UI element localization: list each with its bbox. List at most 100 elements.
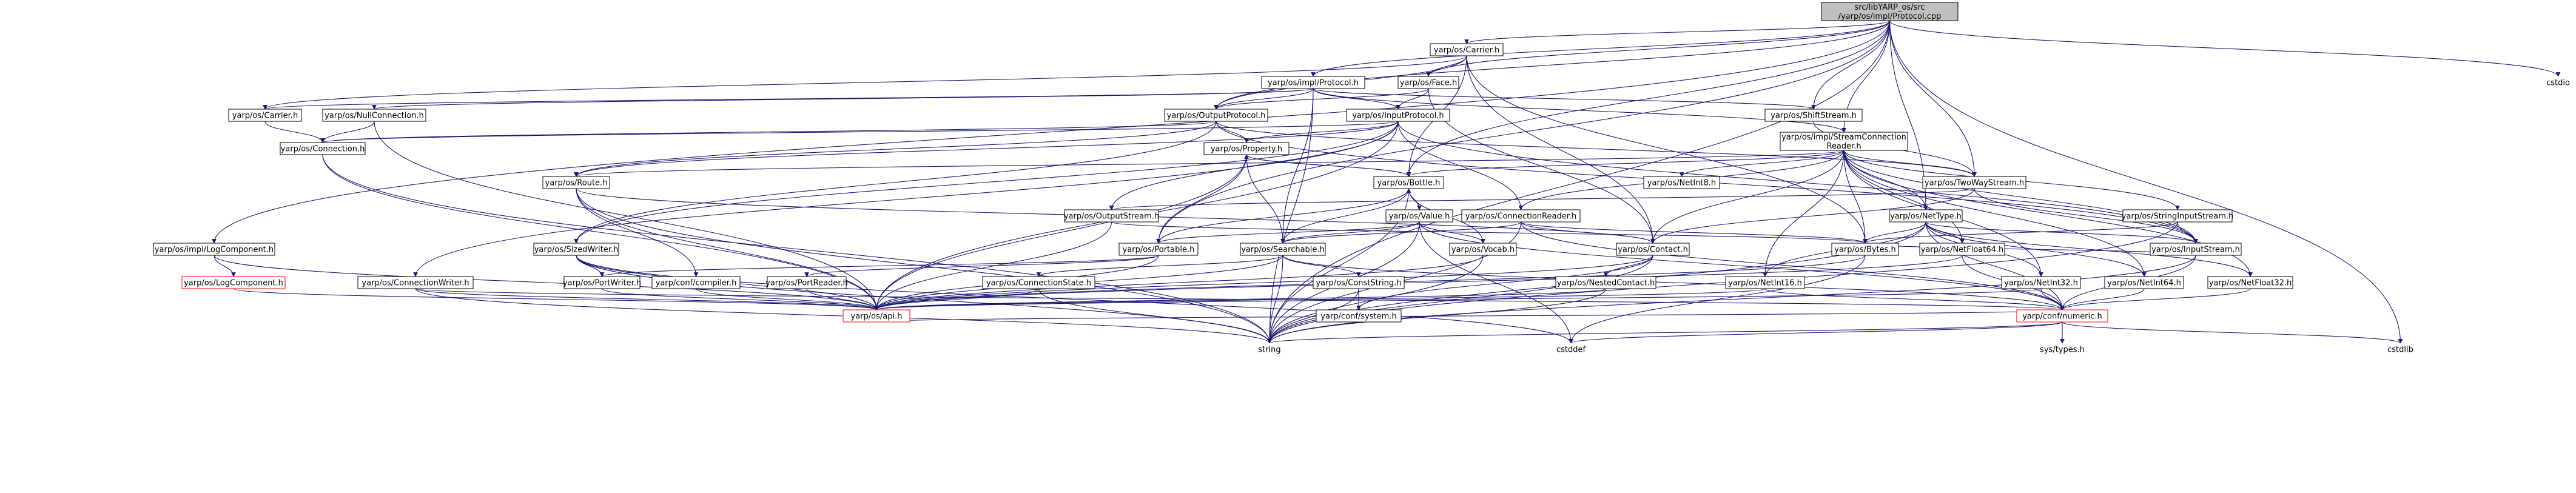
dependency-edge bbox=[1569, 255, 1866, 344]
graph-node-route-h[interactable]: yarp/os/Route.h bbox=[542, 176, 610, 189]
graph-node-port-reader-h[interactable]: yarp/os/PortReader.h bbox=[765, 276, 848, 289]
dependency-edge bbox=[1036, 255, 1283, 277]
graph-node-connection-reader-h[interactable]: yarp/os/ConnectionReader.h bbox=[1461, 209, 1581, 223]
graph-node-root[interactable]: src/libYARP_os/src/yarp/os/impl/Protocol… bbox=[1821, 2, 1959, 21]
node-box bbox=[651, 276, 741, 289]
dependency-edge bbox=[1280, 88, 1314, 244]
node-label: yarp/os/PortReader.h bbox=[765, 279, 848, 288]
node-box bbox=[1373, 176, 1444, 189]
node-label: yarp/os/impl/Protocol.h bbox=[1268, 79, 1359, 88]
graph-node-portable-h[interactable]: yarp/os/Portable.h bbox=[1118, 243, 1199, 256]
node-label: yarp/os/impl/StreamConnection bbox=[1781, 133, 1906, 142]
graph-node-searchable-h[interactable]: yarp/os/Searchable.h bbox=[1240, 243, 1326, 256]
graph-node-output-stream-h[interactable]: yarp/os/OutputStream.h bbox=[1064, 209, 1159, 223]
graph-node-bottle-h[interactable]: yarp/os/Bottle.h bbox=[1373, 176, 1444, 189]
node-box bbox=[1725, 276, 1805, 289]
dependency-edge bbox=[1280, 221, 1522, 244]
graph-node-bytes-h[interactable]: yarp/os/Bytes.h bbox=[1831, 243, 1899, 256]
graph-node-const-string-h[interactable]: yarp/os/ConstString.h bbox=[1313, 276, 1405, 289]
graph-node-port-writer-h[interactable]: yarp/os/PortWriter.h bbox=[563, 276, 641, 289]
dependency-edge bbox=[1466, 55, 1655, 244]
node-box bbox=[2104, 276, 2184, 289]
graph-node-carrier-h[interactable]: yarp/os/Carrier.h bbox=[1430, 43, 1504, 56]
graph-node-net-int32-h[interactable]: yarp/os/NetInt32.h bbox=[2001, 276, 2081, 289]
dependency-edge bbox=[804, 255, 1159, 277]
dependency-edge bbox=[415, 288, 1272, 344]
node-box bbox=[1261, 76, 1365, 89]
node-label: yarp/os/OutputProtocol.h bbox=[1167, 112, 1266, 121]
graph-node-net-float64-h[interactable]: yarp/os/NetFloat64.h bbox=[1919, 243, 2005, 256]
node-box bbox=[357, 276, 474, 289]
node-box bbox=[153, 243, 275, 256]
graph-node-net-int64-h[interactable]: yarp/os/NetInt64.h bbox=[2104, 276, 2184, 289]
graph-node-conf-numeric-h[interactable]: yarp/conf/numeric.h bbox=[2016, 309, 2108, 323]
node-box bbox=[1831, 243, 1899, 256]
graph-node-input-stream-h[interactable]: yarp/os/InputStream.h bbox=[2150, 243, 2242, 256]
node-box bbox=[1780, 132, 1908, 151]
graph-node-cstdio: cstdio bbox=[2541, 76, 2575, 89]
graph-node-net-float32-h[interactable]: yarp/os/NetFloat32.h bbox=[2207, 276, 2293, 289]
dependency-edge bbox=[574, 121, 1217, 244]
graph-node-net-int8-h[interactable]: yarp/os/NetInt8.h bbox=[1643, 176, 1720, 189]
dependency-edge bbox=[874, 288, 1040, 310]
graph-node-connection-state-h[interactable]: yarp/os/ConnectionState.h bbox=[982, 276, 1095, 289]
graph-node-sys-types-h: sys/types.h bbox=[2035, 343, 2090, 355]
node-box bbox=[1203, 142, 1290, 155]
node-box bbox=[2122, 209, 2233, 223]
node-box bbox=[2035, 343, 2090, 355]
graph-node-carrier2-h[interactable]: yarp/os/Carrier.h bbox=[228, 109, 302, 122]
node-label: yarp/os/NetInt16.h bbox=[1728, 279, 1802, 288]
graph-node-conf-system-h[interactable]: yarp/conf/system.h bbox=[1316, 309, 1402, 323]
node-box bbox=[1922, 176, 2026, 189]
graph-node-sized-writer-h[interactable]: yarp/os/SizedWriter.h bbox=[533, 243, 619, 256]
dependency-edge bbox=[1038, 288, 1272, 344]
graph-node-two-way-stream-h[interactable]: yarp/os/TwoWayStream.h bbox=[1922, 176, 2026, 189]
graph-node-net-int16-h[interactable]: yarp/os/NetInt16.h bbox=[1725, 276, 1805, 289]
dependency-edge bbox=[1679, 150, 1845, 177]
graph-node-null-connection-h[interactable]: yarp/os/NullConnection.h bbox=[322, 109, 426, 122]
node-label: yarp/os/ConnectionReader.h bbox=[1465, 212, 1577, 221]
node-label: yarp/os/InputStream.h bbox=[2151, 246, 2240, 255]
graph-node-conf-compiler-h[interactable]: yarp/conf/compiler.h bbox=[651, 276, 741, 289]
graph-node-string-input-stream-h[interactable]: yarp/os/StringInputStream.h bbox=[2122, 209, 2234, 223]
dependency-edge bbox=[1419, 221, 2065, 310]
node-label: yarp/os/Property.h bbox=[1211, 145, 1282, 154]
graph-node-net-type-h[interactable]: yarp/os/NetType.h bbox=[1889, 209, 1963, 223]
dependency-edge bbox=[1156, 188, 1410, 244]
dependency-edge bbox=[1282, 255, 2065, 310]
graph-node-yarp-log-component-h[interactable]: yarp/os/LogComponent.h bbox=[181, 276, 286, 289]
node-label: yarp/os/NestedContact.h bbox=[1557, 279, 1655, 288]
graph-node-shift-stream-h[interactable]: yarp/os/ShiftStream.h bbox=[1764, 109, 1863, 122]
node-label: yarp/os/NetInt8.h bbox=[1647, 179, 1716, 188]
graph-node-vocab-h[interactable]: yarp/os/Vocab.h bbox=[1449, 243, 1517, 256]
node-box bbox=[1346, 109, 1450, 122]
node-label: yarp/os/TwoWayStream.h bbox=[1925, 179, 2024, 188]
graph-node-connection-writer-h[interactable]: yarp/os/ConnectionWriter.h bbox=[357, 276, 474, 289]
graph-node-contact-h[interactable]: yarp/os/Contact.h bbox=[1616, 243, 1690, 256]
graph-node-impl-protocol-h[interactable]: yarp/os/impl/Protocol.h bbox=[1261, 76, 1365, 89]
node-box bbox=[1313, 276, 1405, 289]
node-box bbox=[2016, 309, 2108, 323]
node-label: yarp/os/Value.h bbox=[1389, 212, 1450, 221]
graph-node-log-component-h[interactable]: yarp/os/impl/LogComponent.h bbox=[153, 243, 275, 256]
graph-node-input-protocol-h[interactable]: yarp/os/InputProtocol.h bbox=[1346, 109, 1450, 122]
graph-node-connection-h[interactable]: yarp/os/Connection.h bbox=[280, 142, 366, 155]
node-label: yarp/os/Bottle.h bbox=[1377, 179, 1441, 188]
graph-node-api-h[interactable]: yarp/os/api.h bbox=[842, 309, 910, 323]
node-label: yarp/os/Connection.h bbox=[281, 145, 365, 154]
node-layer: src/libYARP_os/src/yarp/os/impl/Protocol… bbox=[153, 2, 2575, 355]
node-box bbox=[1240, 243, 1326, 256]
graph-node-property-h[interactable]: yarp/os/Property.h bbox=[1203, 142, 1290, 155]
node-box bbox=[1251, 343, 1288, 355]
graph-node-nested-contact-h[interactable]: yarp/os/NestedContact.h bbox=[1555, 276, 1656, 289]
dependency-edge bbox=[574, 121, 1217, 177]
node-label: yarp/os/Face.h bbox=[1400, 79, 1458, 88]
graph-node-output-protocol-h[interactable]: yarp/os/OutputProtocol.h bbox=[1164, 109, 1268, 122]
dependency-edge bbox=[1216, 121, 1977, 177]
dependency-edge bbox=[1603, 255, 1653, 277]
graph-node-value-h[interactable]: yarp/os/Value.h bbox=[1385, 209, 1453, 223]
node-box bbox=[982, 276, 1095, 289]
dependency-edge bbox=[874, 288, 2042, 310]
graph-node-face-h[interactable]: yarp/os/Face.h bbox=[1397, 76, 1459, 89]
